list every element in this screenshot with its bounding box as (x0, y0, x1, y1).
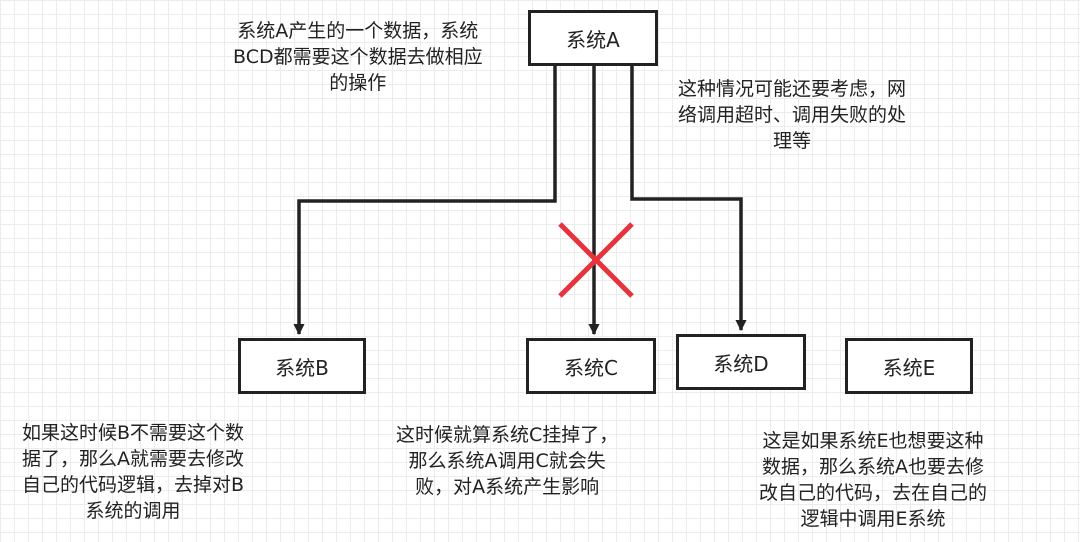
system-e-box: 系统E (845, 338, 973, 394)
system-b-box: 系统B (238, 338, 366, 394)
system-d-box: 系统D (676, 334, 806, 390)
arrow-a-to-b (293, 66, 557, 336)
note-system-c: 这时候就算系统C挂掉了， 那么系统A调用C就会失 败，对A系统产生影响 (396, 424, 619, 498)
note-system-b: 如果这时候B不需要这个数 据了，那么A就需要去修改 自己的代码逻辑，去掉对B 系… (22, 422, 245, 522)
system-a-box: 系统A (528, 10, 658, 66)
note-system-e: 这是如果系统E也想要这种 数据，那么系统A也要去修 改自己的代码，去在自己的 逻… (759, 430, 988, 530)
note-top-left: 系统A产生的一个数据，系统 BCD都需要这个数据去做相应 的操作 (233, 20, 483, 94)
note-top-right: 这种情况可能还要考虑，网 络调用超时、调用失败的处 理等 (678, 78, 907, 152)
arrow-a-to-d (630, 66, 747, 332)
failure-cross-icon (558, 222, 634, 298)
system-c-box: 系统C (526, 338, 656, 394)
